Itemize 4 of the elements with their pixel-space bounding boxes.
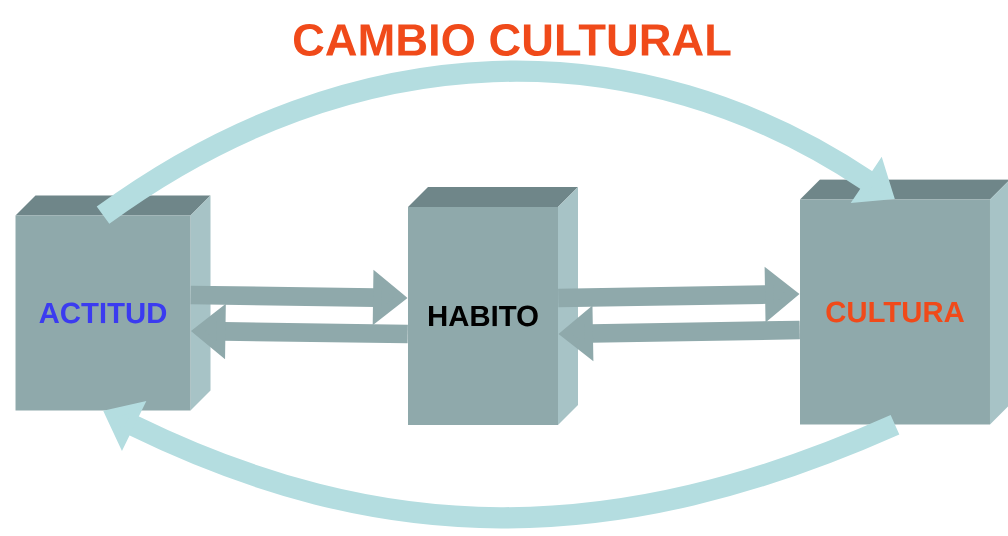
title: CAMBIO CULTURAL: [293, 23, 731, 57]
block: CULTURA: [800, 179, 1008, 425]
block: ACTITUD: [15, 195, 211, 411]
block: HABITO: [408, 187, 578, 425]
